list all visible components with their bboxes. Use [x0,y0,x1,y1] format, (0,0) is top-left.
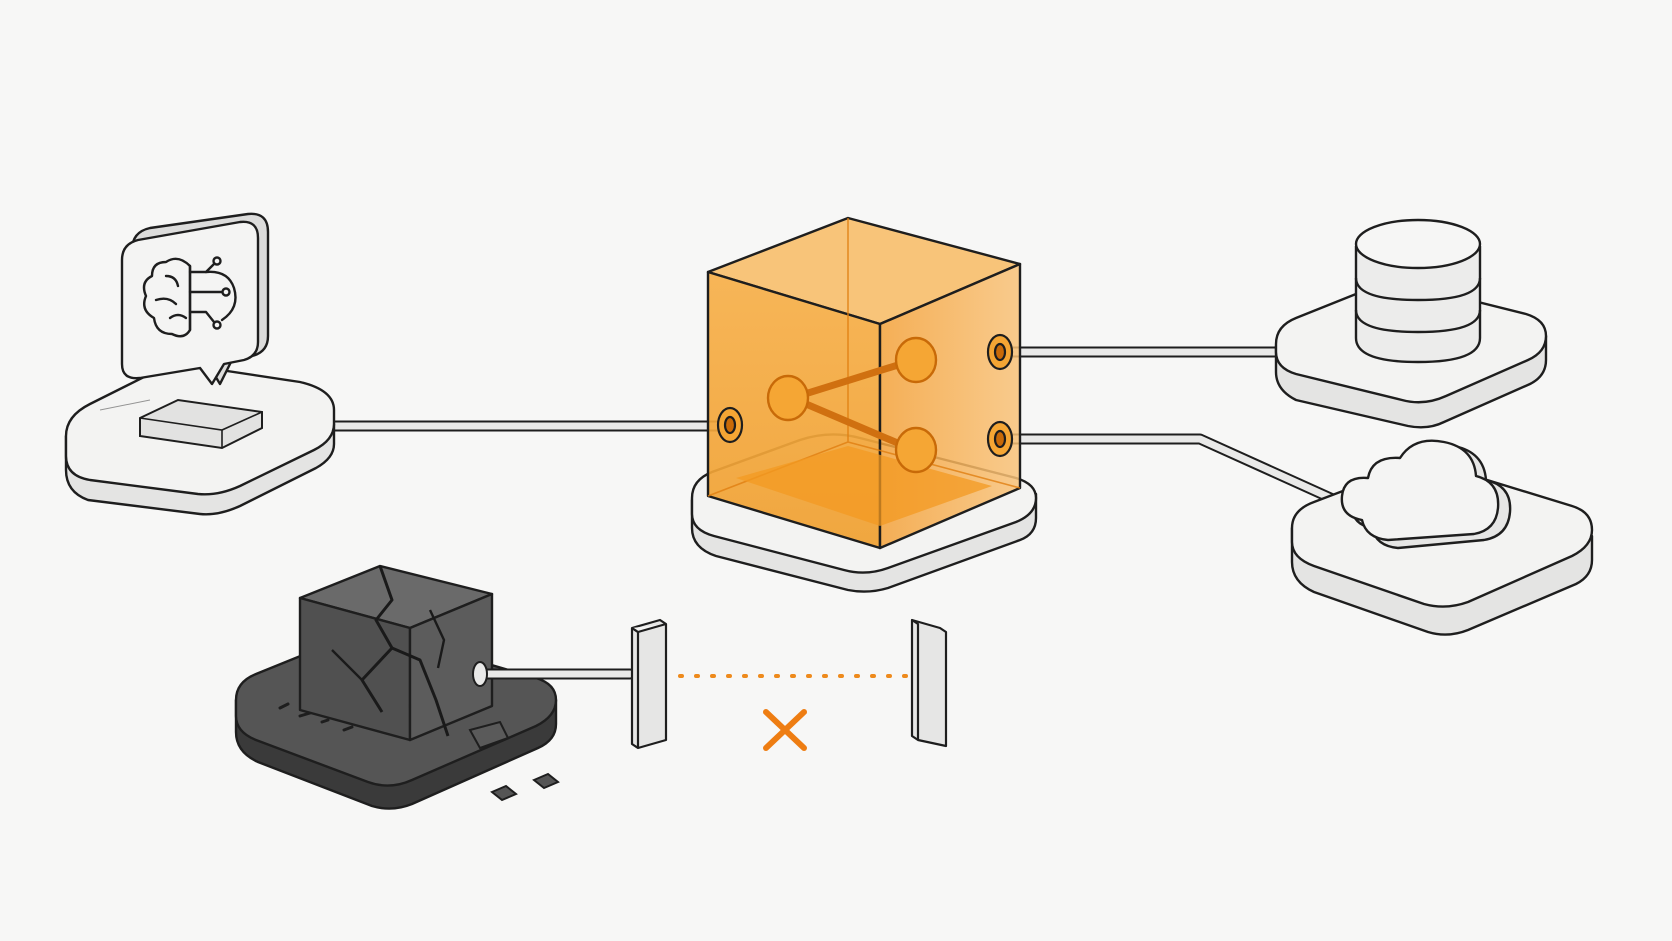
glass-cube [706,216,1022,550]
debris-fragments [490,772,560,802]
database-node [1274,218,1548,429]
connector-plug-left [630,618,668,750]
x-icon [763,709,807,751]
hub-ports [716,333,1014,458]
connection-ai-to-hub [305,407,736,441]
share-node-bottom [894,426,938,474]
cloud-icon [1340,439,1512,550]
platform-base [64,364,336,516]
cloud-node [1290,439,1594,636]
network-nodes [766,336,938,474]
ai-assistant-node [64,212,336,516]
connection-hub-to-database [994,336,1303,368]
database-icon [1354,218,1482,364]
hub-node [690,216,1038,593]
share-node-left [766,374,810,422]
share-network-icon [788,356,918,454]
connector-plug-right [910,618,948,748]
cracked-cube-icon [298,564,494,742]
broken-service-node [234,564,560,810]
broken-connection [472,618,948,751]
brain-circuit-icon [142,256,237,338]
connection-hub-to-cloud [994,433,1351,511]
share-node-top [894,336,938,384]
